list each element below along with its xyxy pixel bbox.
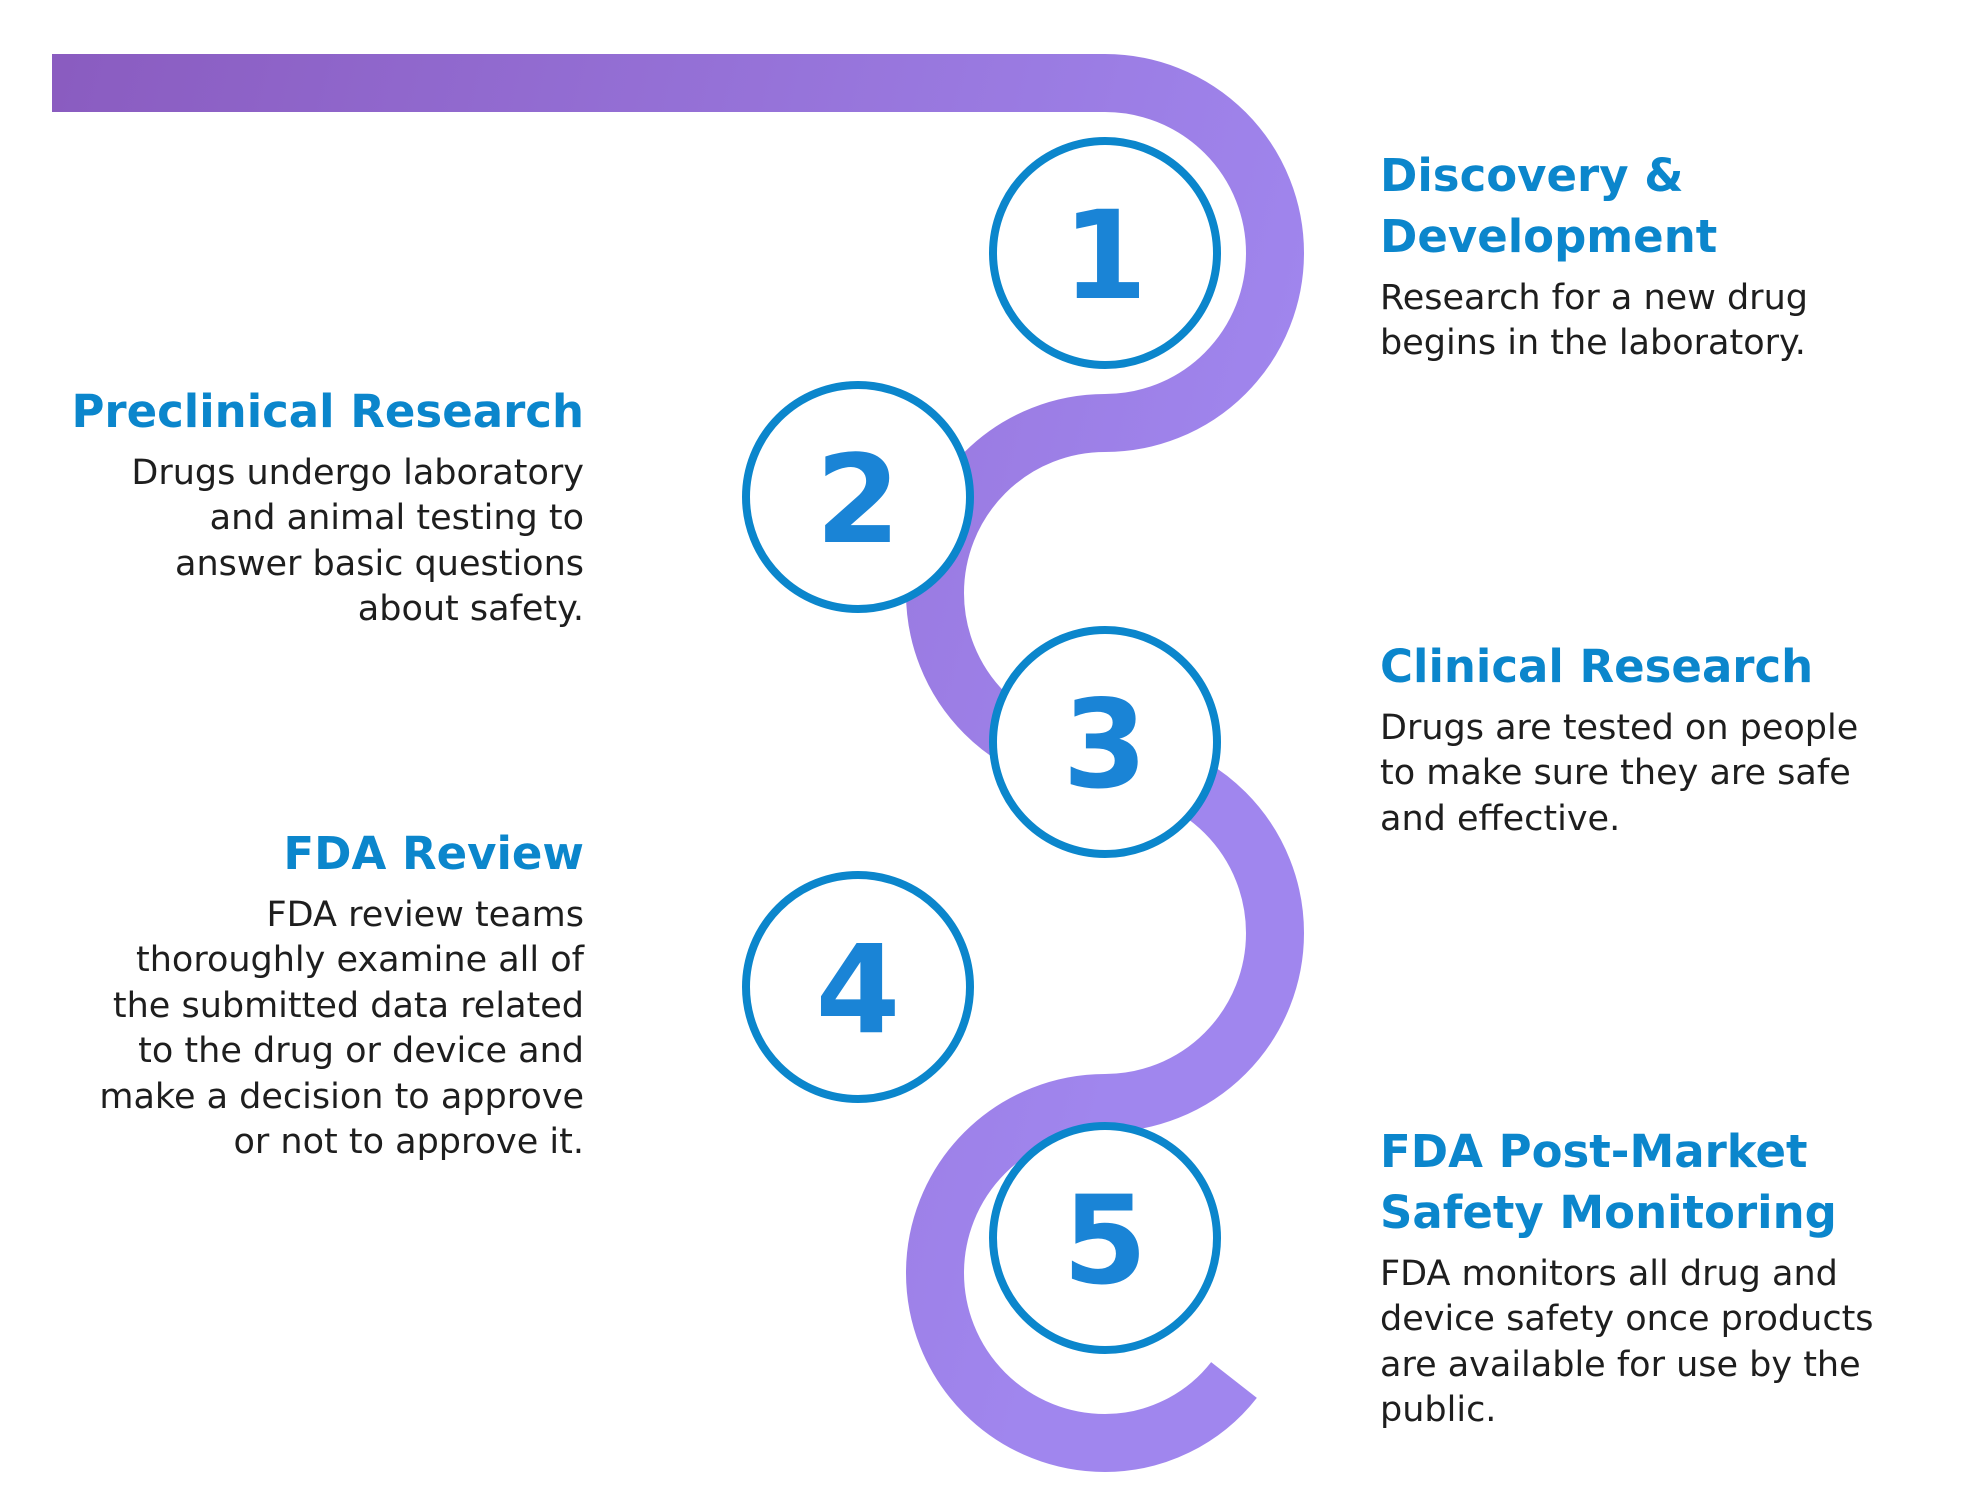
step-1-description: Research for a new drug begins in the la…	[1380, 277, 1808, 364]
step-1-number: 1	[1063, 185, 1148, 327]
step-1-text: Discovery & Development Research for a n…	[1380, 146, 1940, 367]
step-3-description: Drugs are tested on people to make sure …	[1380, 707, 1859, 839]
step-5-circle	[989, 1122, 1221, 1354]
step-2-title: Preclinical Research	[71, 385, 584, 438]
step-4-badge: 4	[742, 871, 974, 1103]
step-4-description: FDA review teams thoroughly examine all …	[99, 894, 584, 1163]
step-3-badge: 3	[989, 626, 1221, 858]
step-2-text: Preclinical Research Drugs undergo labor…	[24, 382, 584, 633]
step-1-badge: 1	[989, 137, 1221, 369]
step-5-title: FDA Post-Market Safety Monitoring	[1380, 1125, 1837, 1239]
step-2-badge: 2	[742, 381, 974, 613]
step-2-circle	[742, 381, 974, 613]
step-5-number: 5	[1063, 1170, 1148, 1312]
step-5-description: FDA monitors all drug and device safety …	[1380, 1253, 1874, 1431]
step-4-number: 4	[816, 919, 901, 1061]
step-5-badge: 5	[989, 1122, 1221, 1354]
step-3-title: Clinical Research	[1380, 640, 1814, 693]
step-1-title: Discovery & Development	[1380, 149, 1718, 263]
step-4-title: FDA Review	[283, 827, 584, 880]
step-5-text: FDA Post-Market Safety Monitoring FDA mo…	[1380, 1122, 1940, 1434]
step-4-circle	[742, 871, 974, 1103]
step-4-text: FDA Review FDA review teams thoroughly e…	[24, 824, 584, 1166]
step-3-text: Clinical Research Drugs are tested on pe…	[1380, 637, 1940, 842]
step-3-number: 3	[1063, 674, 1148, 816]
step-2-number: 2	[816, 429, 901, 571]
step-2-description: Drugs undergo laboratory and animal test…	[131, 452, 584, 630]
step-1-circle	[989, 137, 1221, 369]
step-3-circle	[989, 626, 1221, 858]
